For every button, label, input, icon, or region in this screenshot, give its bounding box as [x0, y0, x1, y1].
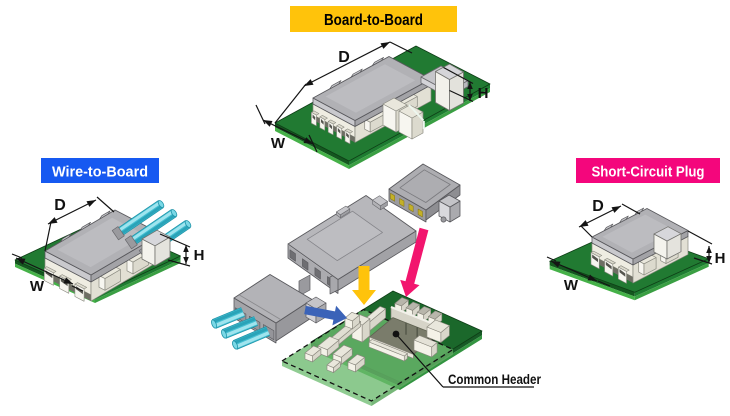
svg-text:W: W	[271, 135, 286, 152]
svg-text:W: W	[30, 278, 45, 295]
svg-text:W: W	[564, 277, 579, 294]
svg-text:Short-Circuit Plug: Short-Circuit Plug	[592, 164, 705, 181]
svg-text:D: D	[592, 198, 604, 215]
svg-text:H: H	[715, 250, 726, 267]
svg-text:D: D	[54, 197, 66, 214]
svg-text:Board-to-Board: Board-to-Board	[324, 12, 423, 29]
svg-text:D: D	[338, 49, 350, 66]
svg-text:Common Header: Common Header	[448, 371, 541, 387]
svg-text:H: H	[194, 247, 205, 264]
svg-text:Wire-to-Board: Wire-to-Board	[52, 164, 148, 181]
svg-text:H: H	[478, 85, 489, 102]
